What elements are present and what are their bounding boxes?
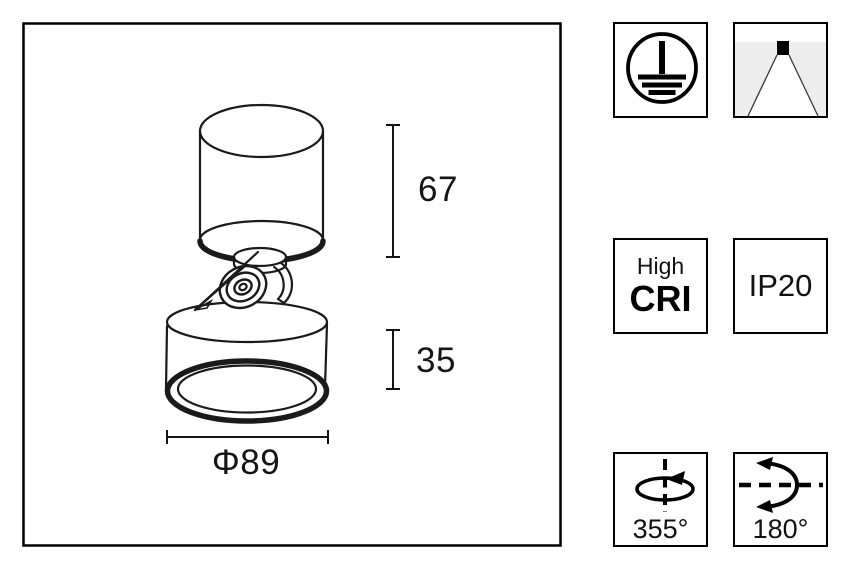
high-cri-badge: High CRI — [613, 238, 708, 334]
rotation-label: 355° — [632, 514, 689, 544]
surface-beam-icon — [735, 24, 826, 116]
dimension-label-67: 67 — [418, 170, 458, 209]
product-drawing — [22, 22, 562, 547]
tilt-180-icon — [739, 457, 823, 513]
tilt-label: 180° — [752, 514, 809, 544]
dimension-line-diameter — [166, 430, 329, 444]
tilt-badge: 180° — [733, 452, 828, 547]
high-cri-main-label: CRI — [629, 277, 692, 319]
rotation-badge: 355° — [613, 452, 708, 547]
dimension-line-35 — [386, 329, 400, 390]
beam-badge — [733, 22, 828, 118]
ip-rating-label: IP20 — [748, 268, 813, 303]
lamp-head — [164, 300, 330, 424]
high-cri-top-label: High — [636, 253, 685, 280]
gimbal-joint — [193, 246, 293, 312]
protection-class-badge — [613, 22, 708, 118]
dimension-label-diameter: Φ89 — [211, 443, 281, 482]
dimension-line-67 — [386, 124, 400, 258]
swivel-arm — [193, 250, 260, 312]
rotate-355-icon — [635, 459, 695, 512]
dimension-label-35: 35 — [416, 341, 456, 380]
earth-ground-icon — [626, 31, 698, 104]
ip-rating-badge: IP20 — [733, 238, 828, 334]
